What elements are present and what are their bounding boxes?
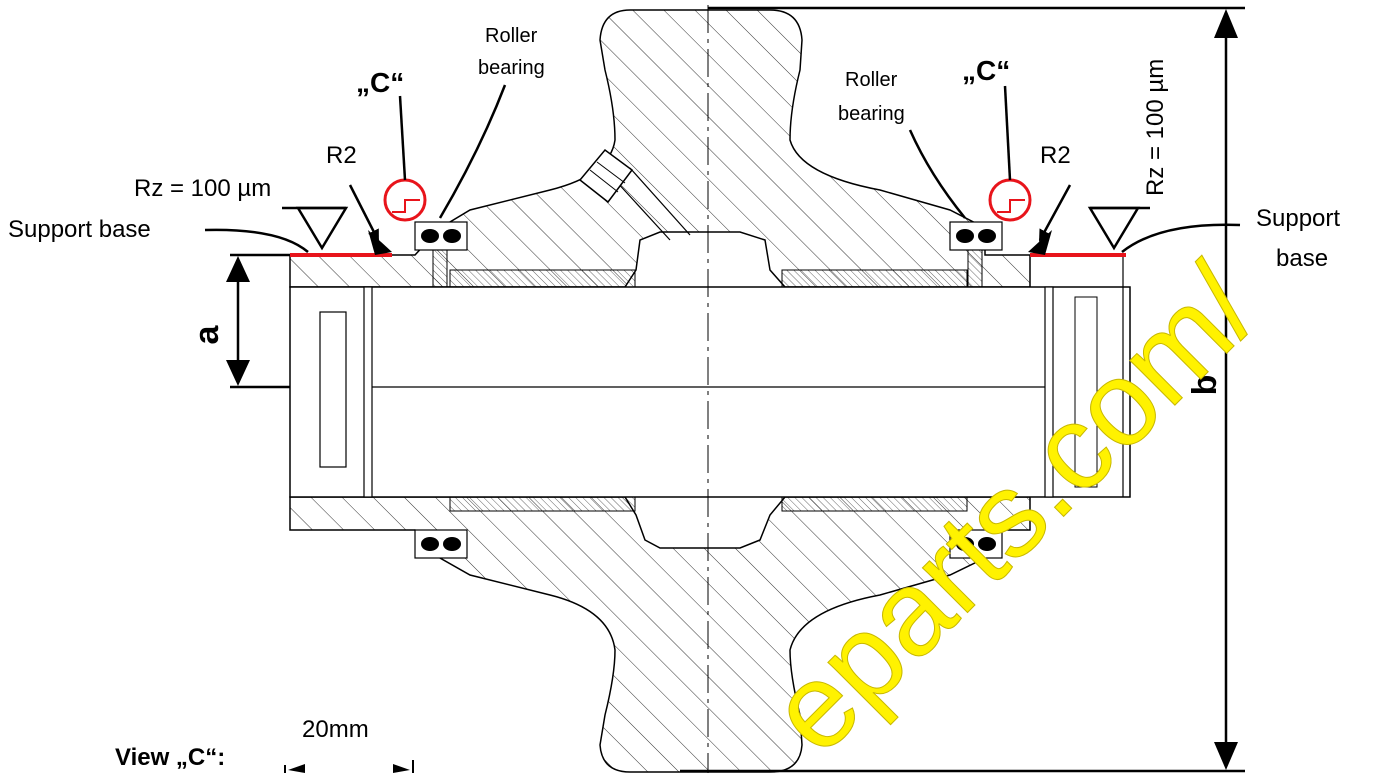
view-c-width-label: 20mm [302, 716, 369, 743]
view-c-right-label: „C“ [962, 55, 1010, 86]
view-c-dimension [284, 760, 414, 773]
support-base-right-label-2: base [1276, 245, 1328, 272]
r2-left-label: R2 [326, 142, 357, 169]
support-base-right-label-1: Support [1256, 205, 1340, 232]
view-c-title: View „C“: [115, 744, 225, 771]
roughness-symbol-left [282, 206, 349, 251]
r2-arrow-right [1028, 230, 1052, 255]
dimension-a [226, 253, 290, 389]
roller-bearing-right-label-1: Roller [845, 69, 898, 91]
roller-bearing-left-label-2: bearing [478, 57, 545, 79]
bearing-lower-right [949, 529, 1003, 559]
bushings [449, 269, 968, 512]
leader-lines [204, 84, 1241, 253]
r2-right-label: R2 [1040, 142, 1071, 169]
r2-arrow-left [368, 230, 392, 255]
wheel-body [289, 9, 1031, 773]
roller-bearing-right-label-2: bearing [838, 103, 905, 125]
rz-right-label: Rz = 100 µm [1142, 59, 1169, 196]
dimension-a-label: a [188, 324, 226, 344]
dimension-b-label: b [1186, 375, 1224, 396]
bearing-lower-left [414, 529, 468, 559]
roller-bearing-left-label-1: Roller [485, 25, 538, 47]
bearing-upper-left [414, 221, 468, 288]
support-base-left-label: Support base [8, 216, 151, 243]
dimension-b [680, 6, 1245, 773]
roughness-symbol-right [1087, 206, 1150, 251]
rz-left-label: Rz = 100 µm [134, 175, 271, 202]
view-c-left-label: „C“ [356, 67, 404, 98]
axle-shaft [289, 255, 1131, 498]
bearing-upper-right [949, 221, 1003, 288]
grease-nipple [578, 148, 691, 241]
